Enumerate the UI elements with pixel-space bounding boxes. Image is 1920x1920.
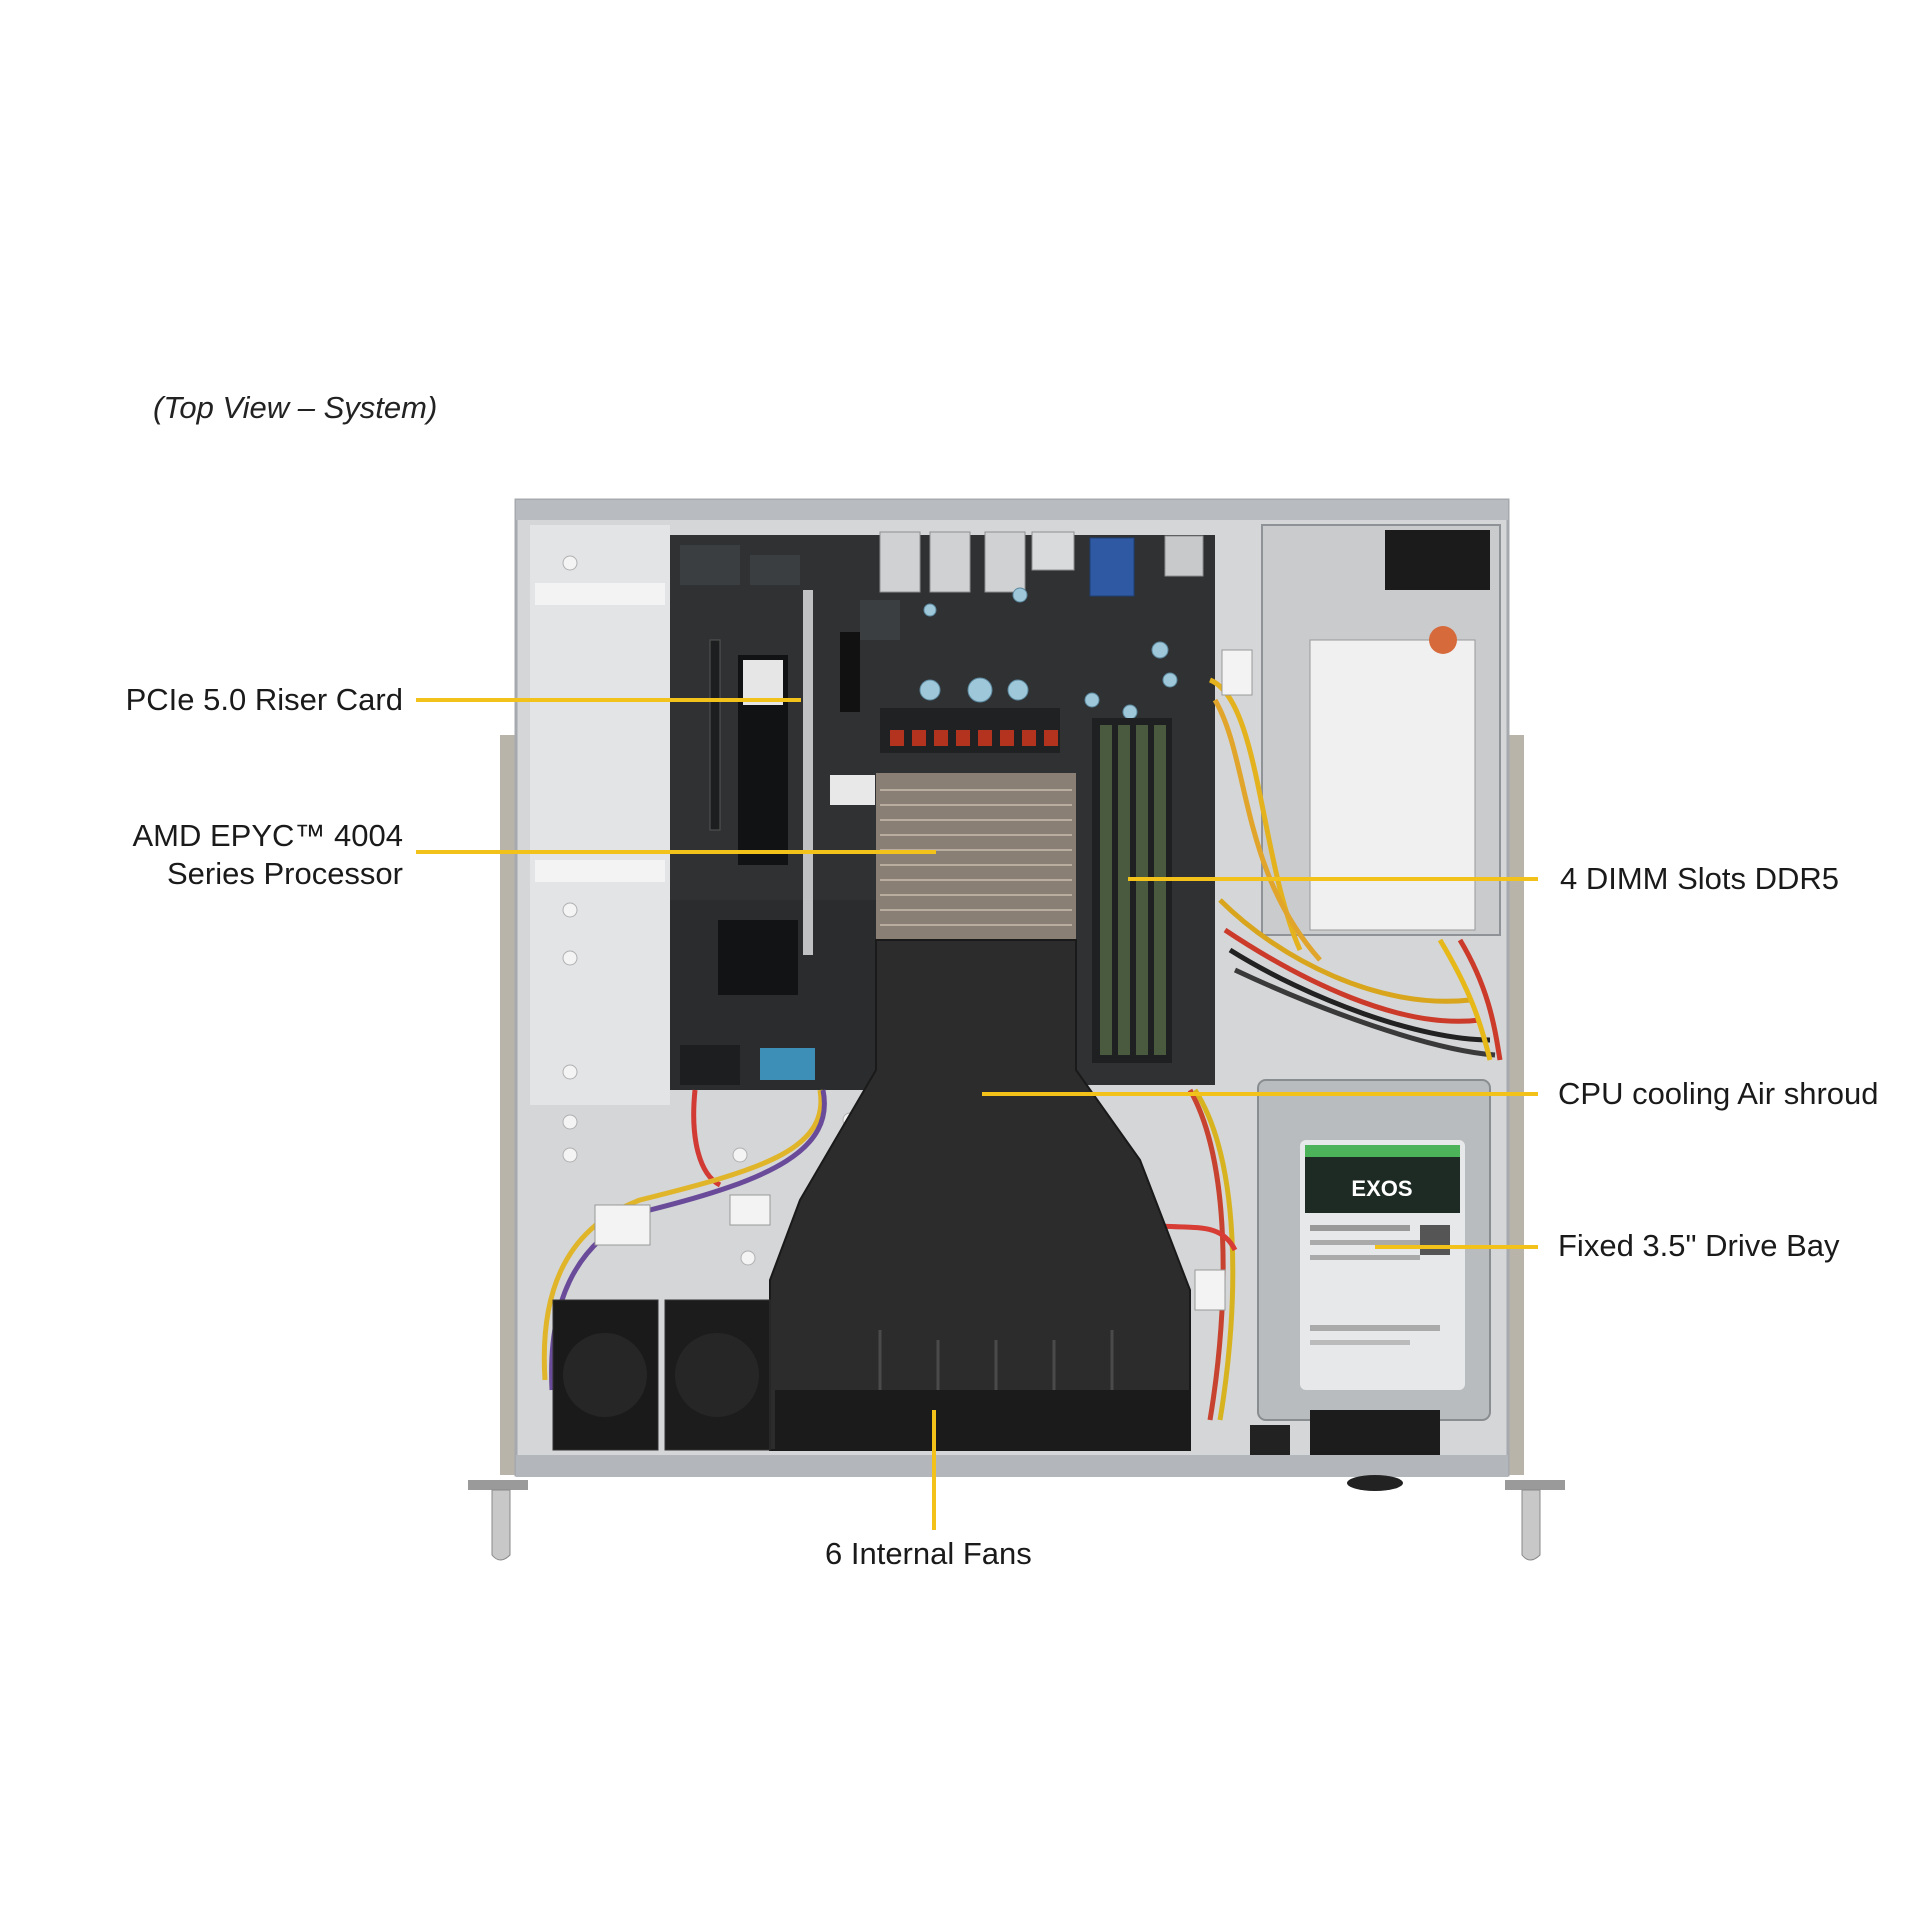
internal-fans (552, 1299, 1190, 1451)
air-shroud-label: CPU cooling Air shroud (1558, 1076, 1879, 1111)
internal-fans-label: 6 Internal Fans (825, 1536, 1032, 1571)
left-side-rail (500, 735, 516, 1475)
hard-drive-3-5-inch: EXOS (1257, 1079, 1491, 1421)
chassis-rear-wall (516, 500, 1508, 520)
left-bay-panel (530, 525, 670, 1105)
cpu-leader-line (416, 850, 936, 854)
rear-io-ports (879, 531, 1204, 597)
riser-leader-line (416, 698, 801, 702)
fans-leader-line (932, 1410, 936, 1530)
view-caption: (Top View – System) (153, 390, 438, 425)
chassis-front-wall (516, 1455, 1508, 1477)
vrm-chokes (880, 708, 1060, 753)
processor-label-line1: AMD EPYC™ 4004 (132, 818, 404, 853)
dimm-leader-line (1128, 877, 1538, 881)
riser-card-label: PCIe 5.0 Riser Card (125, 682, 403, 717)
chipset-heatsink (718, 920, 798, 995)
left-rack-ear (468, 1480, 528, 1490)
dimm-slots (1092, 718, 1172, 1063)
right-rack-ear (1505, 1480, 1565, 1490)
drive-leader-line (1375, 1245, 1538, 1249)
right-side-rail (1508, 735, 1524, 1475)
processor-label-line2: Series Processor (166, 856, 403, 891)
power-supply-unit (1261, 524, 1501, 936)
cpu-heatsink (876, 773, 1076, 943)
drive-bay-label: Fixed 3.5" Drive Bay (1558, 1228, 1840, 1263)
shroud-leader-line (982, 1092, 1538, 1096)
drive-brand-label: EXOS (1351, 1176, 1412, 1201)
pcie-riser-card (709, 590, 860, 955)
dimm-slots-label: 4 DIMM Slots DDR5 (1560, 861, 1840, 896)
right-handle (1521, 1489, 1541, 1561)
left-handle (491, 1489, 511, 1561)
